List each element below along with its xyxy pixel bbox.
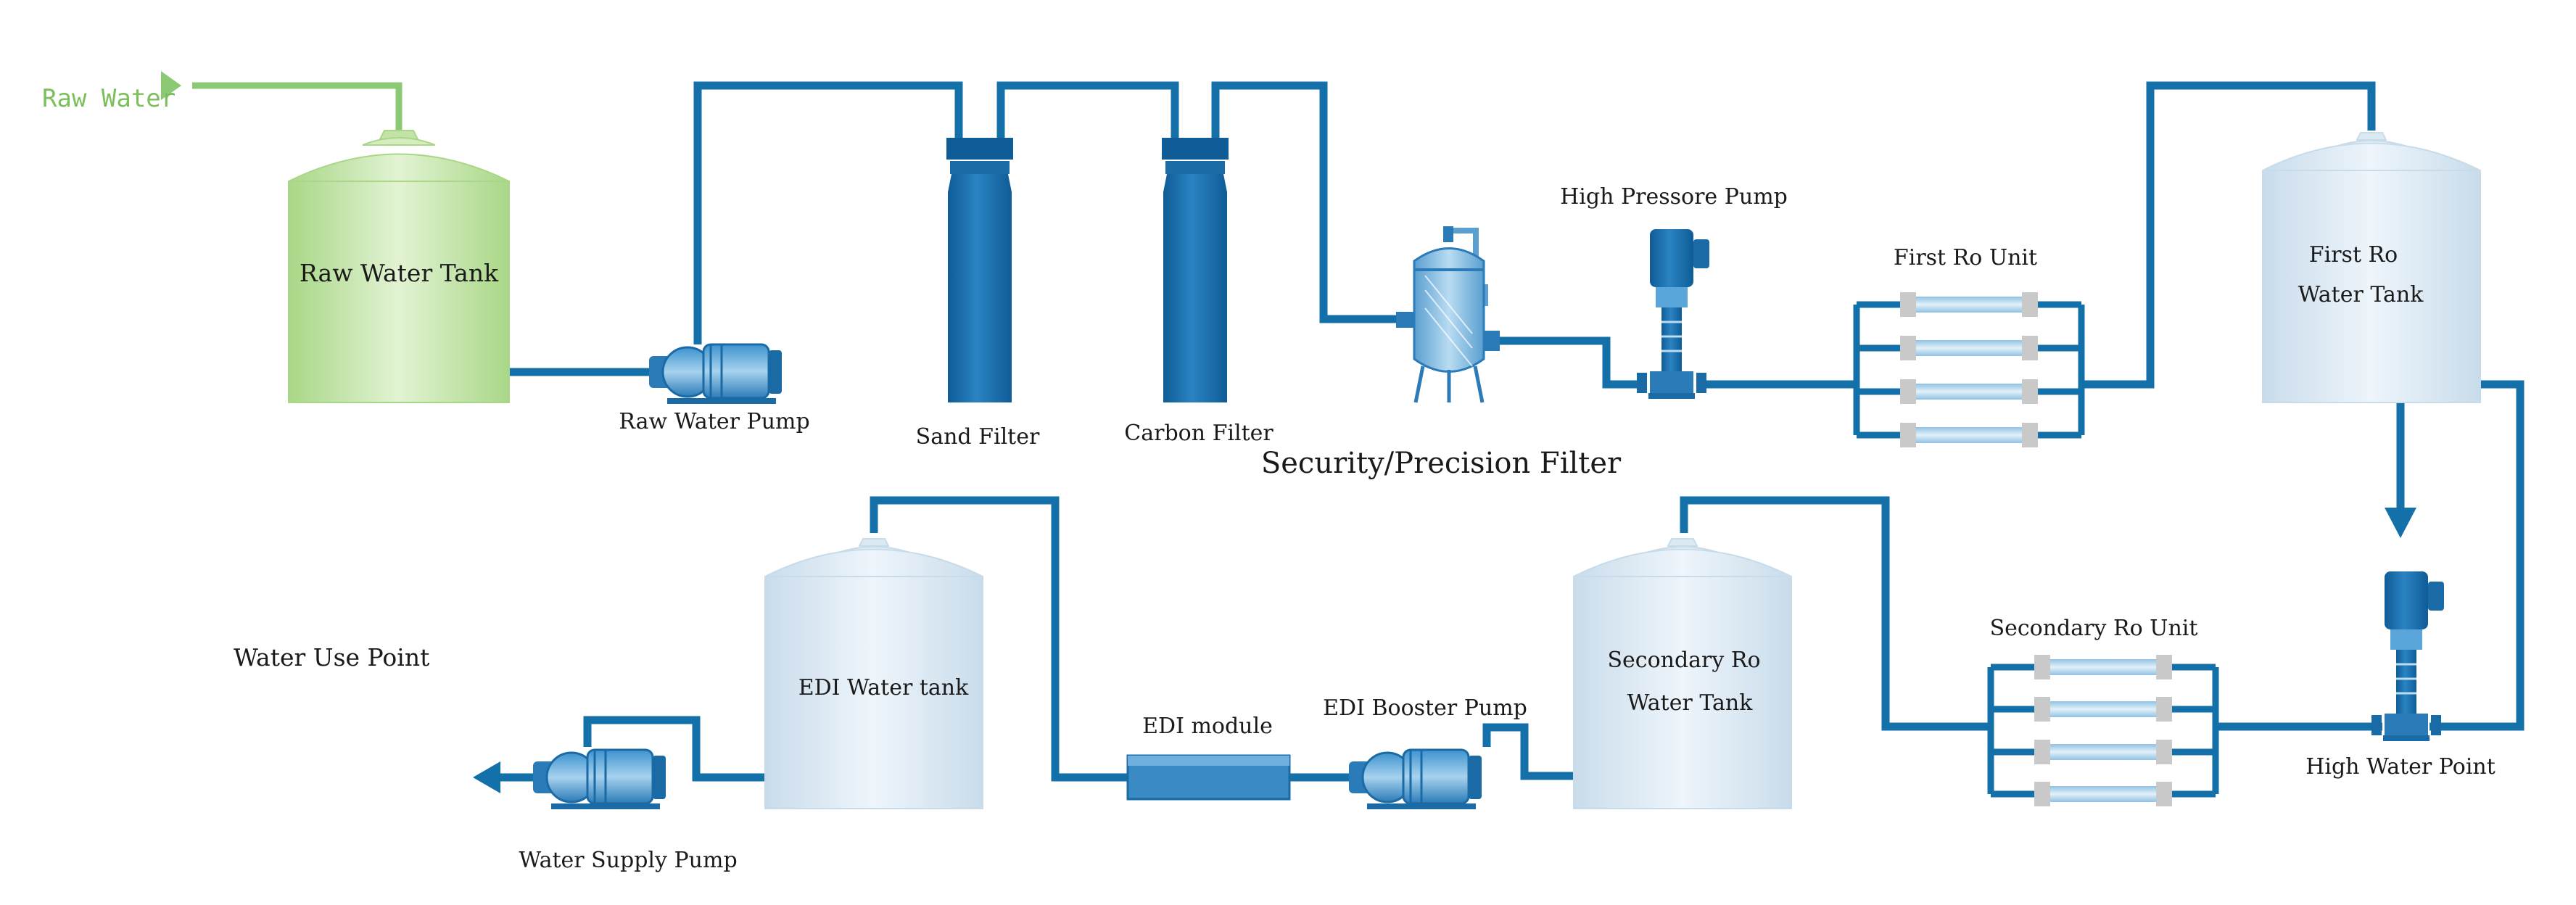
secondary-ro-unit-label: Secondary Ro Unit (1989, 616, 2198, 641)
high-water-point-pump (2370, 570, 2445, 743)
sand-filter (946, 138, 1013, 402)
edi-water-tank (764, 538, 983, 809)
water-supply-pump (532, 748, 667, 811)
raw-water-label: Raw Water (42, 84, 176, 113)
edi-module-label: EDI module (1142, 714, 1273, 739)
edi-module (1126, 754, 1291, 801)
edi-water-tank-label: EDI Water tank (798, 675, 969, 701)
carbon-filter (1162, 138, 1229, 402)
raw-water-pump-label: Raw Water Pump (619, 409, 810, 434)
first-ro-tank-label-line1: First Ro (2308, 242, 2398, 268)
sand-filter-label: Sand Filter (915, 424, 1040, 450)
raw-water-pump (648, 343, 783, 405)
high-water-point-label: High Water Point (2305, 754, 2496, 780)
raw-water-tank-label: Raw Water Tank (299, 259, 499, 287)
carbon-filter-label: Carbon Filter (1124, 421, 1273, 446)
precision-filter (1396, 226, 1500, 403)
high-pressure-pump-label: High Pressore Pump (1560, 184, 1788, 210)
edi-booster-pump (1347, 748, 1483, 811)
secondary-ro-unit (1987, 655, 2219, 806)
first-ro-unit-label: First Ro Unit (1893, 245, 2038, 270)
high-pressure-pump (1635, 228, 1711, 400)
edi-booster-pump-label: EDI Booster Pump (1323, 695, 1527, 721)
raw-water-tank (288, 130, 510, 403)
water-supply-pump-label: Water Supply Pump (519, 848, 738, 873)
secondary-ro-tank-label-line1: Secondary Ro (1607, 648, 1761, 673)
water-use-point-label: Water Use Point (234, 643, 430, 671)
first-ro-tank-label-line2: Water Tank (2298, 282, 2424, 307)
security-filter-label: Security/Precision Filter (1260, 447, 1622, 480)
secondary-ro-tank-label-line2: Water Tank (1627, 690, 1753, 716)
first-ro-unit (1853, 292, 2085, 447)
